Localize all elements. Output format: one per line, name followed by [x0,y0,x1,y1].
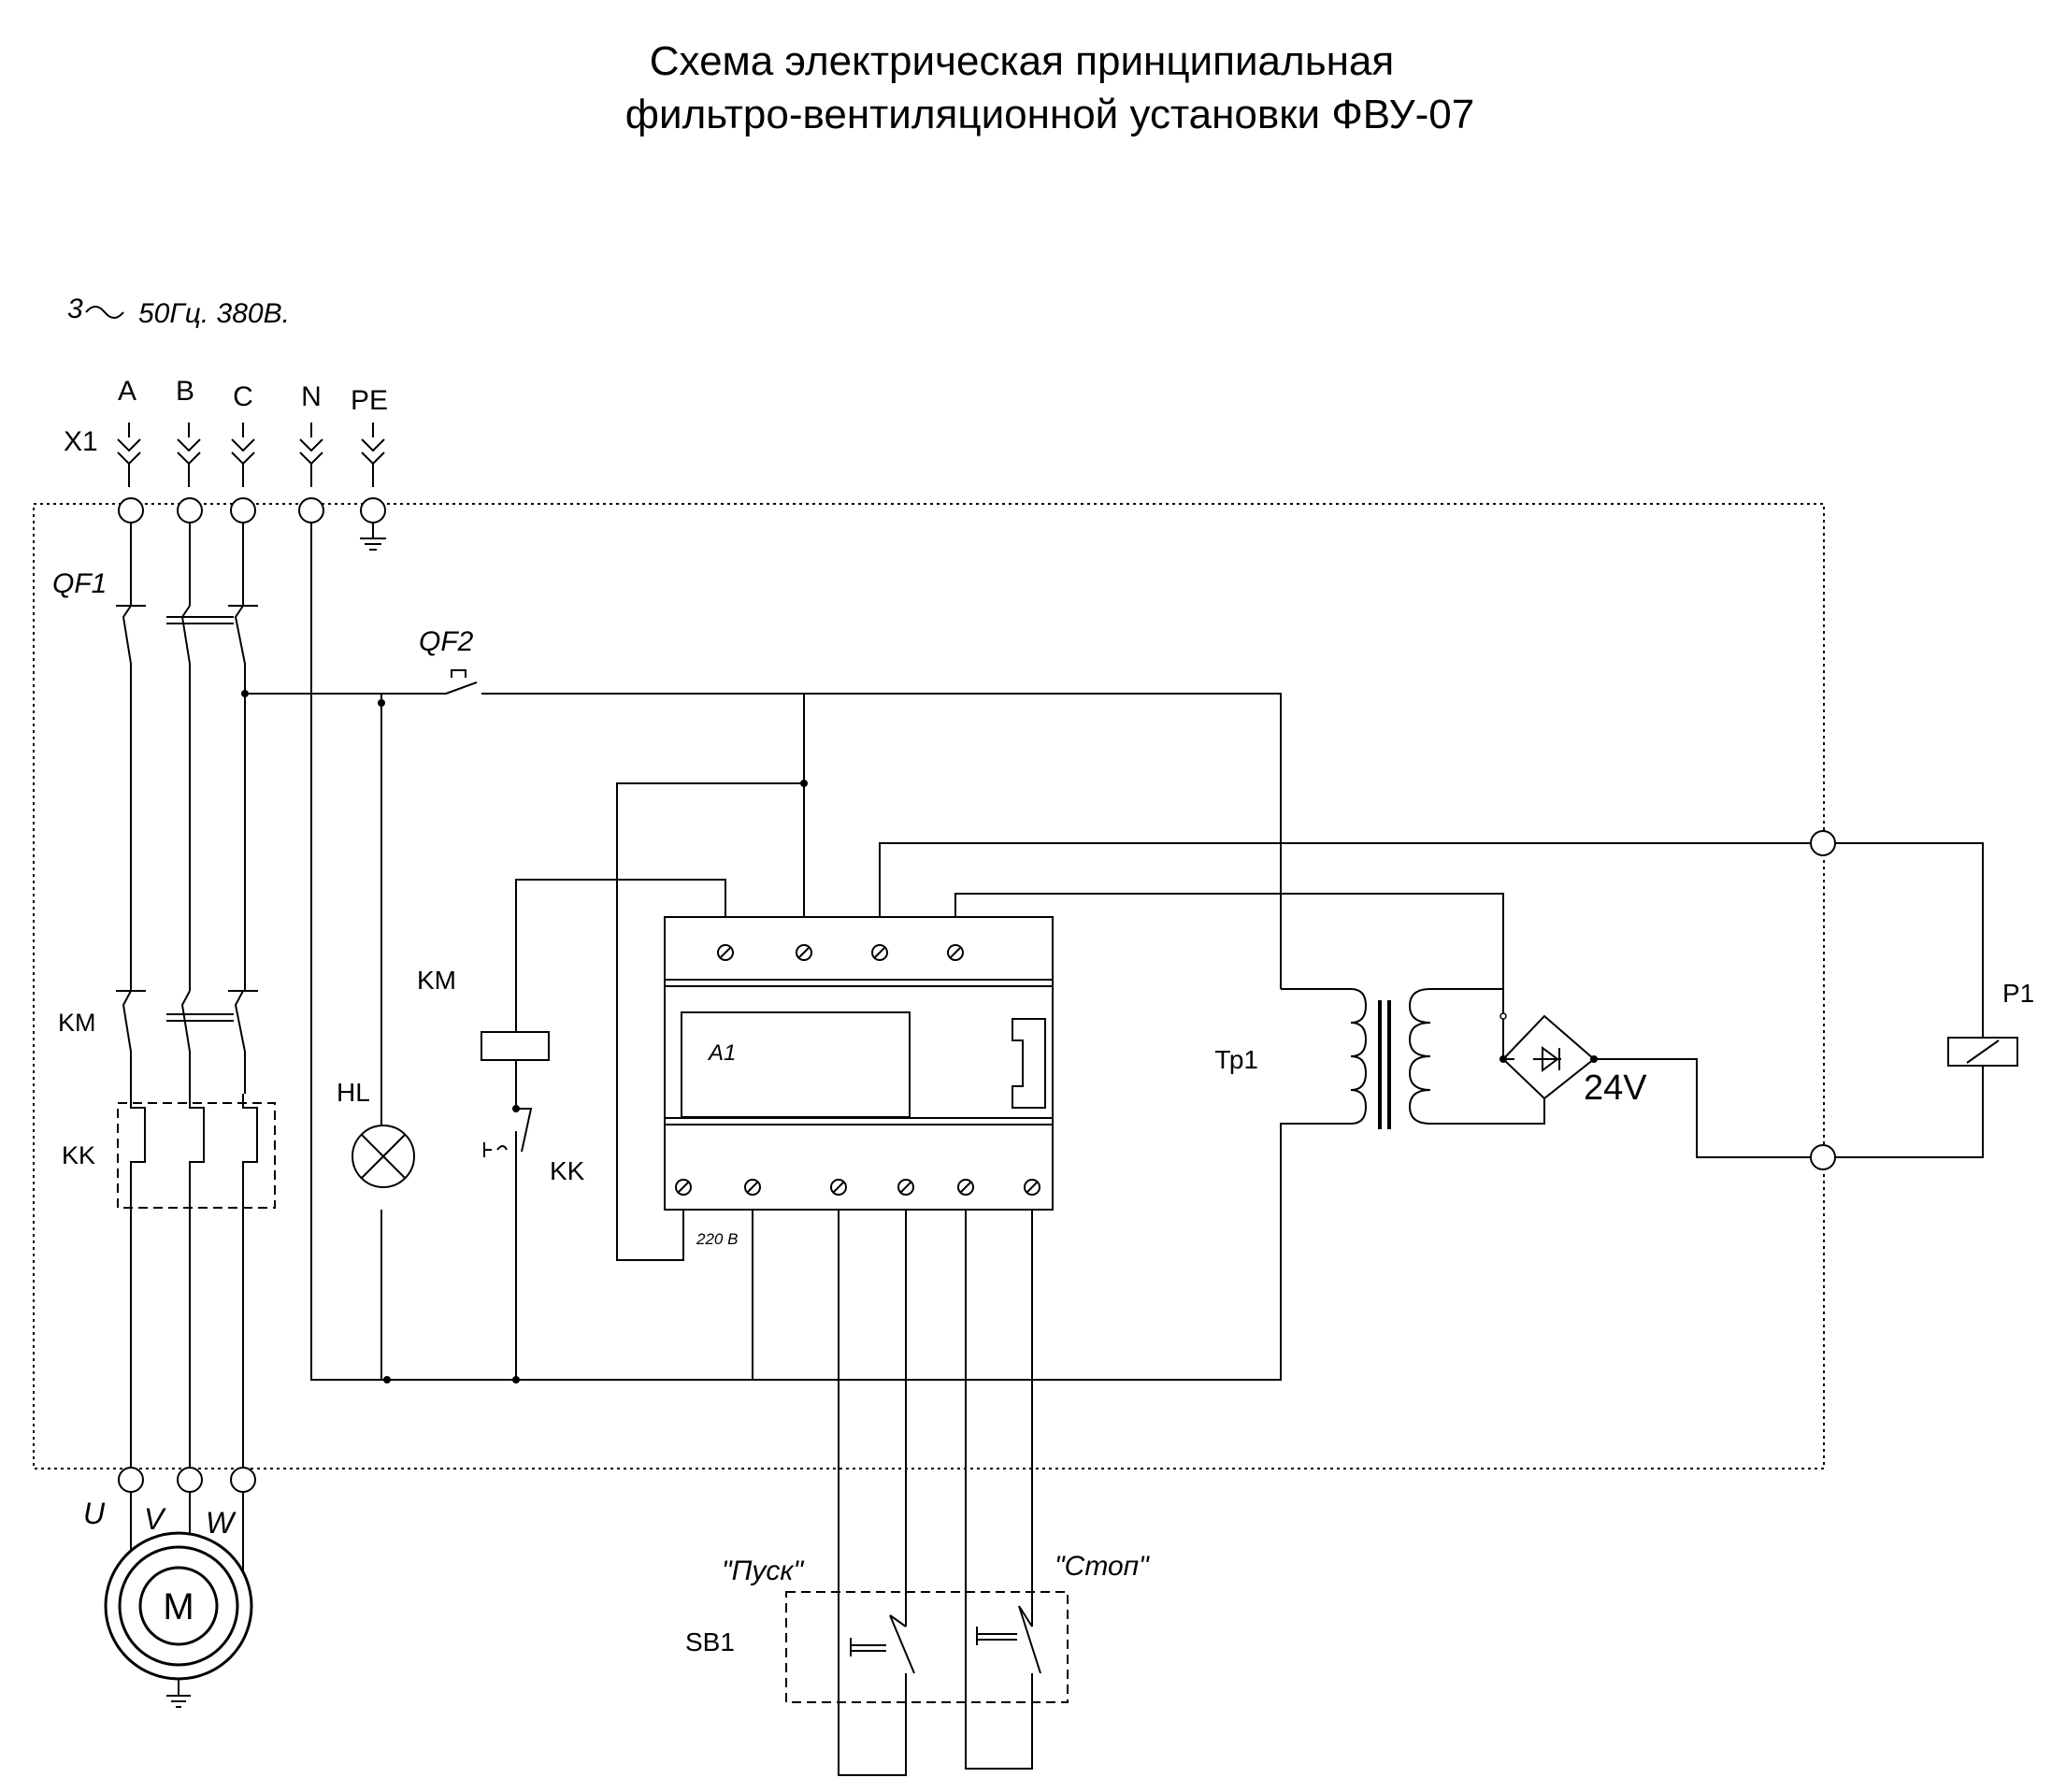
a1-din-clip [1012,1018,1046,1109]
km-coil [481,1031,550,1061]
phase-a-label: A [118,376,136,407]
hl-indicator-lamp [352,1125,415,1188]
supply-phase-count: 3 [67,294,83,324]
terminal-w-label: W [206,1506,237,1540]
p1-relay [1947,1037,2018,1067]
tr1-label: Тр1 [1214,1045,1258,1074]
qf1-label: QF1 [52,568,107,599]
terminal-u-label: U [83,1497,106,1530]
hl-label: HL [337,1078,370,1107]
motor-ground-icon [166,1679,191,1708]
start-button-label: "Пуск" [722,1555,805,1586]
a1-controller [664,916,1054,1211]
sb1-enclosure [785,1591,1069,1703]
a1-screw-terminals [675,944,1040,1196]
km-coil-label: KM [417,966,456,995]
title-line-2: фильтро-вентиляционной установки ФВУ-07 [625,92,1474,137]
a1-display [681,1011,911,1118]
title-line-1: Схема электрическая принципиальная [650,38,1394,84]
cabinet-boundary [33,503,1825,1469]
rectifier-node [1500,1012,1507,1020]
power-wiring [116,523,1282,1468]
kk-thermal-relay-box [117,1102,276,1209]
kk-contact-symbol [483,1108,533,1159]
sb1-start-button [850,1614,915,1701]
output-terminals [118,1467,256,1493]
x1-connectors [117,423,385,487]
x1-label: X1 [64,426,98,457]
supply-rating: 50Гц. 380В. [138,298,290,329]
tr1-transformer [1280,988,1545,1380]
phase-b-label: B [176,376,194,407]
pe-ground-icon [360,523,386,551]
rectifier-bridge [1501,1014,1596,1100]
control-wiring [245,669,1984,1776]
input-terminals [118,497,386,523]
pe-label: PE [351,385,388,416]
junction-dots [241,690,1598,1383]
km-contacts-label: KM [58,1009,96,1037]
dc-voltage-label: 24V [1584,1068,1647,1108]
ac-wave-icon [85,306,124,319]
pass-through-terminals [1810,830,1836,1170]
qf2-label: QF2 [419,626,474,657]
p1-label: P1 [2002,979,2034,1008]
motor-label: M [163,1586,194,1627]
kk-thermal-label: KK [62,1141,95,1169]
a1-label: A1 [707,1040,736,1066]
phase-c-label: C [233,381,253,412]
terminal-v-label: V [144,1502,166,1536]
neutral-label: N [301,381,322,412]
stop-button-label: "Стоп" [1055,1551,1150,1582]
kk-contact-label: KK [550,1156,585,1185]
motor-symbol: M [104,1531,253,1681]
sb1-stop-button [976,1605,1041,1701]
sb1-label: SB1 [685,1627,735,1656]
a1-voltage-label: 220 В [696,1230,738,1248]
